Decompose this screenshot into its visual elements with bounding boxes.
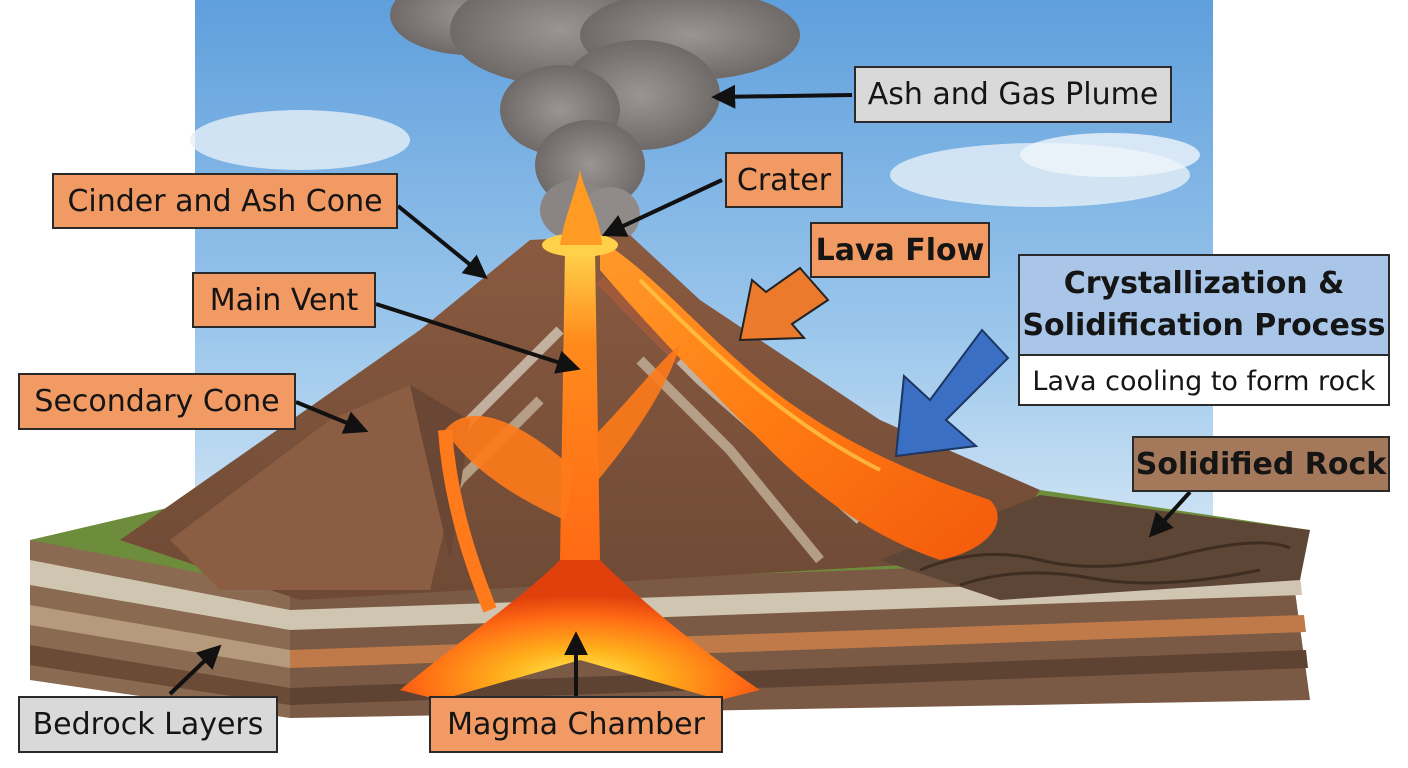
lava-highlight <box>638 278 881 472</box>
lava-flow-label: Lava Flow <box>810 222 990 278</box>
arrow-secondary-cone <box>295 400 369 434</box>
cloud <box>1020 133 1200 177</box>
main-vent-label: Main Vent <box>192 272 376 328</box>
arrow-ash-plume <box>711 84 853 109</box>
arrow-solidified-rock <box>1148 490 1192 538</box>
crystallization-process-box: Crystallization & Solidification Process… <box>1018 254 1390 406</box>
arrow-crater <box>601 178 723 237</box>
rock-texture <box>919 541 1291 572</box>
arrow-cinder-cone <box>396 204 488 280</box>
process-title: Crystallization & Solidification Process <box>1020 256 1388 356</box>
crater-fire <box>560 170 602 245</box>
process-title-line2: Solidification Process <box>1022 308 1386 343</box>
crater-label: Crater <box>725 152 843 208</box>
process-big-arrow <box>894 328 1010 458</box>
cloud <box>190 110 410 170</box>
vent-branch <box>590 345 680 480</box>
leader-arrows <box>168 84 1192 696</box>
magma-chamber-label: Magma Chamber <box>429 696 723 753</box>
vent-branch <box>445 415 575 520</box>
cinder-cone-label: Cinder and Ash Cone <box>52 173 398 229</box>
secondary-cone-shape <box>170 385 470 590</box>
ash-plume-shape <box>390 0 800 243</box>
magma-chamber-shape <box>400 560 760 700</box>
solidified-rock-label: Solidified Rock <box>1132 436 1390 492</box>
lava-flow-big-arrow <box>738 266 830 342</box>
process-title-line1: Crystallization & <box>1063 266 1345 301</box>
arrow-bedrock <box>168 644 222 696</box>
secondary-cone-label: Secondary Cone <box>18 373 296 430</box>
process-subtitle: Lava cooling to form rock <box>1032 365 1376 397</box>
bedrock-layers-label: Bedrock Layers <box>18 696 278 753</box>
arrow-main-vent <box>375 302 581 374</box>
ash-plume-label: Ash and Gas Plume <box>854 66 1172 123</box>
rock-texture <box>959 568 1261 587</box>
vent-branch <box>438 429 497 613</box>
lava-flow-shape <box>600 240 998 560</box>
